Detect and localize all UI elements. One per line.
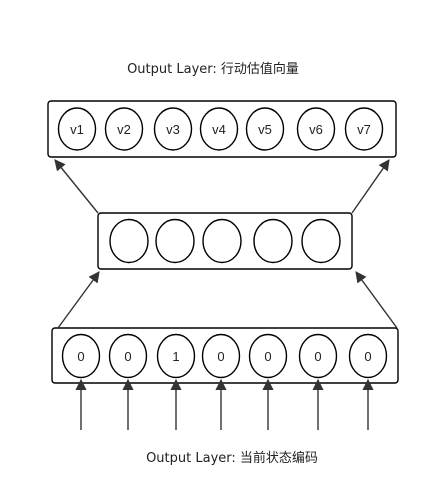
output-node-circle: [344, 107, 384, 151]
output-nodes: v1 v2 v3 v4 v5 v6 v7: [57, 107, 384, 151]
input-node-label: 0: [124, 349, 131, 364]
input-node-circle: [248, 333, 288, 379]
output-node: v6: [296, 107, 336, 151]
input-node-label: 0: [264, 349, 271, 364]
output-node-label: v4: [212, 122, 226, 137]
output-node-label: v7: [357, 122, 371, 137]
output-node-label: v1: [70, 122, 84, 137]
output-node: v3: [153, 107, 193, 151]
input-node-circle: [348, 333, 388, 379]
input-arrows: [75, 378, 374, 430]
input-node-label: 0: [314, 349, 321, 364]
hidden-node: [155, 218, 195, 264]
output-node-label: v6: [309, 122, 323, 137]
output-node-circle: [57, 107, 97, 151]
input-nodes: 0 0 1 0 0 0 0: [61, 333, 388, 379]
output-node: v7: [344, 107, 384, 151]
output-node: v5: [245, 107, 285, 151]
input-node-circle: [298, 333, 338, 379]
input-node-label: 0: [217, 349, 224, 364]
bottom-layer-title: Output Layer: 当前状态编码: [146, 450, 318, 466]
hidden-to-output-left-arrow: [54, 159, 99, 214]
output-node-circle: [153, 107, 193, 151]
input-node: 0: [61, 333, 101, 379]
input-node: 1: [156, 333, 196, 379]
hidden-node: [253, 218, 293, 264]
output-node-circle: [245, 107, 285, 151]
input-to-hidden-left-arrow: [57, 271, 100, 329]
input-node-circle: [61, 333, 101, 379]
output-node-label: v3: [166, 122, 180, 137]
hidden-node: [301, 218, 341, 264]
input-node: 0: [248, 333, 288, 379]
output-node: v4: [199, 107, 239, 151]
output-node-label: v2: [117, 122, 131, 137]
input-node-label: 1: [172, 349, 179, 364]
input-node-label: 0: [77, 349, 84, 364]
output-node-circle: [104, 107, 144, 151]
input-node: 0: [348, 333, 388, 379]
output-node-label: v5: [258, 122, 272, 137]
hidden-node: [109, 218, 149, 264]
input-to-hidden-right-arrow: [355, 271, 398, 329]
hidden-to-output-right-arrow: [351, 159, 390, 214]
input-node-circle: [156, 333, 196, 379]
top-layer-title: Output Layer: 行动估值向量: [127, 61, 299, 77]
input-node-label: 0: [364, 349, 371, 364]
hidden-nodes: [109, 218, 341, 264]
hidden-node: [202, 218, 242, 264]
input-node: 0: [201, 333, 241, 379]
output-node: v2: [104, 107, 144, 151]
input-node-circle: [201, 333, 241, 379]
output-node: v1: [57, 107, 97, 151]
output-node-circle: [199, 107, 239, 151]
input-node-circle: [108, 333, 148, 379]
input-node: 0: [298, 333, 338, 379]
output-node-circle: [296, 107, 336, 151]
input-node: 0: [108, 333, 148, 379]
